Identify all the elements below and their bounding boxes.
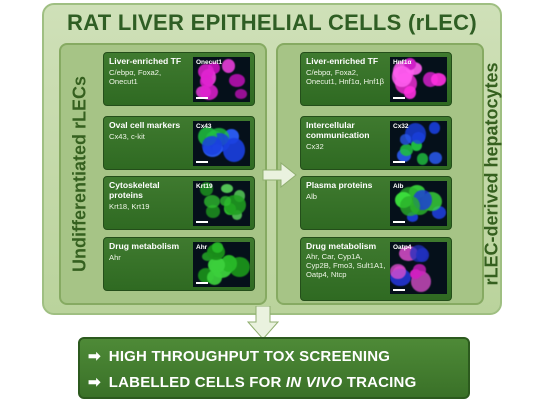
micrograph-image: Cx43	[193, 121, 250, 166]
cell-nucleus	[228, 74, 246, 88]
cell-nucleus	[221, 183, 234, 194]
right-arrow-icon	[262, 162, 297, 188]
cell-nucleus	[197, 64, 214, 80]
scale-bar	[196, 221, 208, 223]
application-line-1: ➡ HIGH THROUGHPUT TOX SCREENING	[88, 347, 390, 365]
down-arrow-icon	[247, 306, 279, 340]
right-vertical-label: rLEC-derived hepatocytes	[481, 62, 502, 286]
left-vertical-label: Undifferentiated rLECs	[69, 75, 90, 273]
cell-nucleus	[235, 88, 248, 99]
arrow-bullet-icon: ➡	[88, 374, 101, 391]
diagram-title: RAT LIVER EPITHELIAL CELLS (rLEC)	[67, 10, 477, 35]
card-title: Cytoskeletal proteins	[109, 180, 160, 200]
card-title: Drug metabolism	[109, 241, 180, 251]
cell-nucleus	[412, 263, 427, 276]
application-line-2: ➡ LABELLED CELLS FOR IN VIVO TRACING	[88, 373, 416, 391]
cell-nucleus	[400, 144, 414, 157]
cell-nucleus	[220, 196, 231, 206]
scale-bar	[393, 221, 405, 223]
cell-nucleus	[430, 73, 446, 87]
cell-nucleus	[416, 153, 429, 165]
cell-nucleus	[428, 121, 441, 134]
micrograph-marker-label: Hnf1α	[393, 59, 412, 66]
card-title: Intercellular communication	[306, 120, 370, 140]
card-body: Ahr, Car, Cyp1A, Cyp2B, Fmo3, Sult1A1, O…	[306, 252, 386, 279]
cell-nucleus	[211, 242, 224, 253]
right-card-3: Plasma proteins Alb Alb	[300, 176, 452, 230]
scale-bar	[393, 97, 405, 99]
micrograph-image: Krt19	[193, 181, 250, 226]
cell-nucleus	[201, 252, 213, 262]
left-card-2: Oval cell markers Cx43, c-kit Cx43	[103, 116, 255, 170]
cell-nucleus	[231, 210, 243, 221]
applications-box	[78, 337, 470, 399]
micrograph-marker-label: Alb	[393, 183, 404, 190]
micrograph-image: Alb	[390, 181, 447, 226]
scale-bar	[196, 97, 208, 99]
card-title: Drug metabolism	[306, 241, 377, 251]
card-body: Ahr	[109, 253, 121, 262]
card-title: Liver-enriched TF	[306, 56, 379, 66]
card-body: C/ebpα, Foxa2, Onecut1, Hnf1α, Hnf1β	[306, 68, 384, 86]
right-card-2: Intercellular communication Cx32 Cx32	[300, 116, 452, 170]
cell-nucleus	[400, 134, 412, 145]
cell-nucleus	[400, 195, 420, 216]
micrograph-image: Hnf1α	[390, 57, 447, 102]
cell-nucleus	[391, 66, 413, 87]
micrograph-marker-label: Cx43	[196, 123, 212, 130]
scale-bar	[393, 161, 405, 163]
micrograph-marker-label: Ahr	[196, 244, 208, 251]
application-text-1: HIGH THROUGHPUT TOX SCREENING	[108, 348, 391, 365]
micrograph-image: Ahr	[193, 242, 250, 287]
cell-nucleus	[390, 264, 406, 280]
cell-nucleus	[409, 245, 427, 263]
cell-nucleus	[200, 182, 214, 196]
cell-nucleus	[201, 135, 223, 156]
application-text-2-italic: IN VIVO	[285, 374, 343, 391]
micrograph-marker-label: Onecut1	[196, 59, 223, 66]
cell-nucleus	[205, 205, 220, 218]
left-card-1: Liver-enriched TF C/ebpα, Foxa2, Onecut1…	[103, 52, 255, 106]
scale-bar	[196, 282, 208, 284]
cell-nucleus	[208, 257, 226, 274]
cell-nucleus	[407, 212, 419, 222]
card-body: Alb	[306, 192, 317, 201]
right-card-4: Drug metabolism Ahr, Car, Cyp1A, Cyp2B, …	[300, 237, 452, 301]
cell-nucleus	[207, 269, 223, 286]
card-body: Krt18, Krt19	[109, 202, 150, 211]
micrograph-marker-label: Cx32	[393, 123, 409, 130]
card-title: Oval cell markers	[109, 120, 181, 130]
card-body: Cx43, c-kit	[109, 132, 145, 141]
micrograph-image: Oatp4	[390, 242, 447, 294]
arrow-bullet-icon: ➡	[88, 348, 101, 365]
scale-bar	[393, 289, 405, 291]
cell-nucleus	[221, 59, 236, 74]
micrograph-image: Cx32	[390, 121, 447, 166]
cell-nucleus	[220, 255, 237, 273]
cell-nucleus	[429, 151, 442, 165]
micrograph-marker-label: Oatp4	[393, 244, 412, 251]
card-body: C/ebpα, Foxa2, Onecut1	[109, 68, 162, 86]
scale-bar	[196, 161, 208, 163]
application-text-2-suffix: TRACING	[342, 374, 417, 391]
micrograph-image: Onecut1	[193, 57, 250, 102]
card-title: Liver-enriched TF	[109, 56, 182, 66]
card-body: Cx32	[306, 142, 324, 151]
cell-nucleus	[204, 195, 221, 209]
left-card-3: Cytoskeletal proteins Krt18, Krt19 Krt19	[103, 176, 255, 230]
application-text-2-prefix: LABELLED CELLS FOR	[108, 374, 286, 391]
right-card-1: Liver-enriched TF C/ebpα, Foxa2, Onecut1…	[300, 52, 452, 106]
left-card-4: Drug metabolism Ahr Ahr	[103, 237, 255, 291]
cell-nucleus	[404, 57, 417, 70]
card-title: Plasma proteins	[306, 180, 373, 190]
cell-nucleus	[412, 131, 426, 144]
cell-nucleus	[411, 139, 422, 151]
micrograph-marker-label: Krt19	[196, 183, 213, 190]
